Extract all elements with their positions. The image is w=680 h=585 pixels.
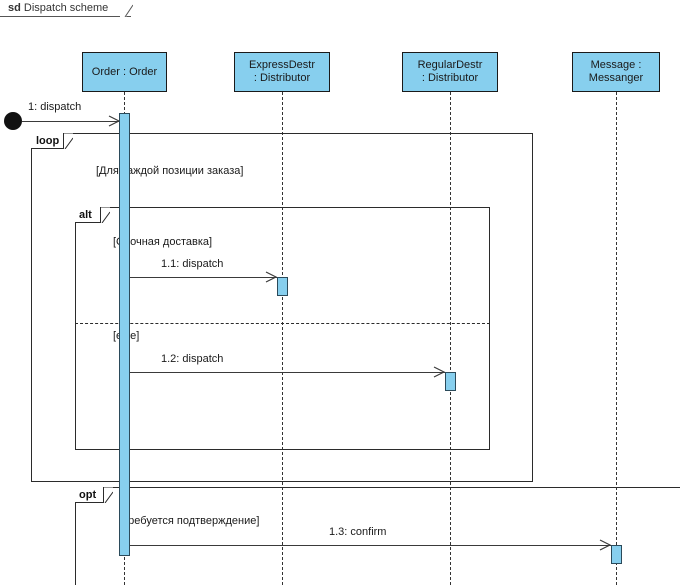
diagram-frame-tab (0, 0, 131, 17)
activation-order[interactable] (119, 113, 130, 556)
lifeline-head-express-destr[interactable]: ExpressDestr : Distributor (234, 52, 330, 92)
lifeline-head-message[interactable]: Message : Messanger (572, 52, 660, 92)
lifeline-head-order[interactable]: Order : Order (82, 52, 167, 92)
lifeline-dash-message (616, 92, 617, 585)
found-message-start-dot (4, 112, 22, 130)
fragment-loop-corner-icon (64, 133, 73, 149)
lifeline-label-message-line1: Message : (590, 59, 642, 71)
lifeline-head-regular-destr[interactable]: RegularDestr : Distributor (402, 52, 498, 92)
activation-regular-destr[interactable] (445, 372, 456, 391)
fragment-loop[interactable] (31, 133, 533, 482)
fragment-opt-corner-icon (104, 487, 113, 503)
fragment-loop-guard: [Для каждой позиции заказа] (96, 165, 244, 177)
lifeline-label-message-line2: Messanger (588, 72, 644, 84)
fragment-opt-operator: opt (79, 489, 97, 501)
message-line-12-dispatch[interactable] (130, 372, 446, 373)
message-arrowhead-11-dispatch (265, 271, 277, 283)
message-arrowhead-13-confirm (599, 539, 611, 551)
message-arrowhead-12-dispatch (433, 366, 445, 378)
message-label-13-confirm: 1.3: confirm (329, 526, 387, 538)
lifeline-label-order-line1: Order : Order (91, 65, 158, 78)
fragment-alt[interactable] (75, 207, 490, 450)
lifeline-label-express-destr-line2: : Distributor (253, 72, 311, 84)
message-line-11-dispatch[interactable] (130, 277, 278, 278)
lifeline-label-regular-destr-line2: : Distributor (421, 72, 479, 84)
fragment-alt-operator: alt (79, 209, 92, 221)
diagram-title: sd Dispatch scheme (8, 2, 108, 14)
message-label-12-dispatch: 1.2: dispatch (161, 353, 224, 365)
lifeline-label-express-destr-line1: ExpressDestr (248, 59, 316, 71)
lifeline-label-regular-destr-line1: RegularDestr (417, 59, 483, 71)
fragment-alt-label-box (75, 207, 101, 223)
activation-express-destr[interactable] (277, 277, 288, 296)
fragment-opt[interactable] (75, 487, 680, 585)
fragment-loop-label-box (31, 133, 64, 149)
message-line-1-dispatch[interactable] (22, 121, 120, 122)
fragment-opt-label-box (75, 487, 104, 503)
fragment-opt-guard: [Требуется подтверждение] (119, 515, 260, 527)
frame-tab-corner-icon (120, 0, 133, 17)
fragment-loop-operator: loop (36, 135, 60, 147)
activation-message[interactable] (611, 545, 622, 564)
message-line-13-confirm[interactable] (130, 545, 612, 546)
lifeline-dash-express-destr (282, 92, 283, 585)
fragment-alt-corner-icon (101, 207, 110, 223)
diagram-title-text: Dispatch scheme (23, 2, 109, 14)
lifeline-dash-regular-destr (450, 92, 451, 585)
message-label-11-dispatch: 1.1: dispatch (161, 258, 224, 270)
fragment-alt-guard: [Срочная доставка] (113, 236, 213, 248)
fragment-alt-divider (75, 323, 490, 324)
diagram-kind-keyword: sd (8, 2, 21, 14)
message-label-1-dispatch: 1: dispatch (28, 101, 82, 113)
